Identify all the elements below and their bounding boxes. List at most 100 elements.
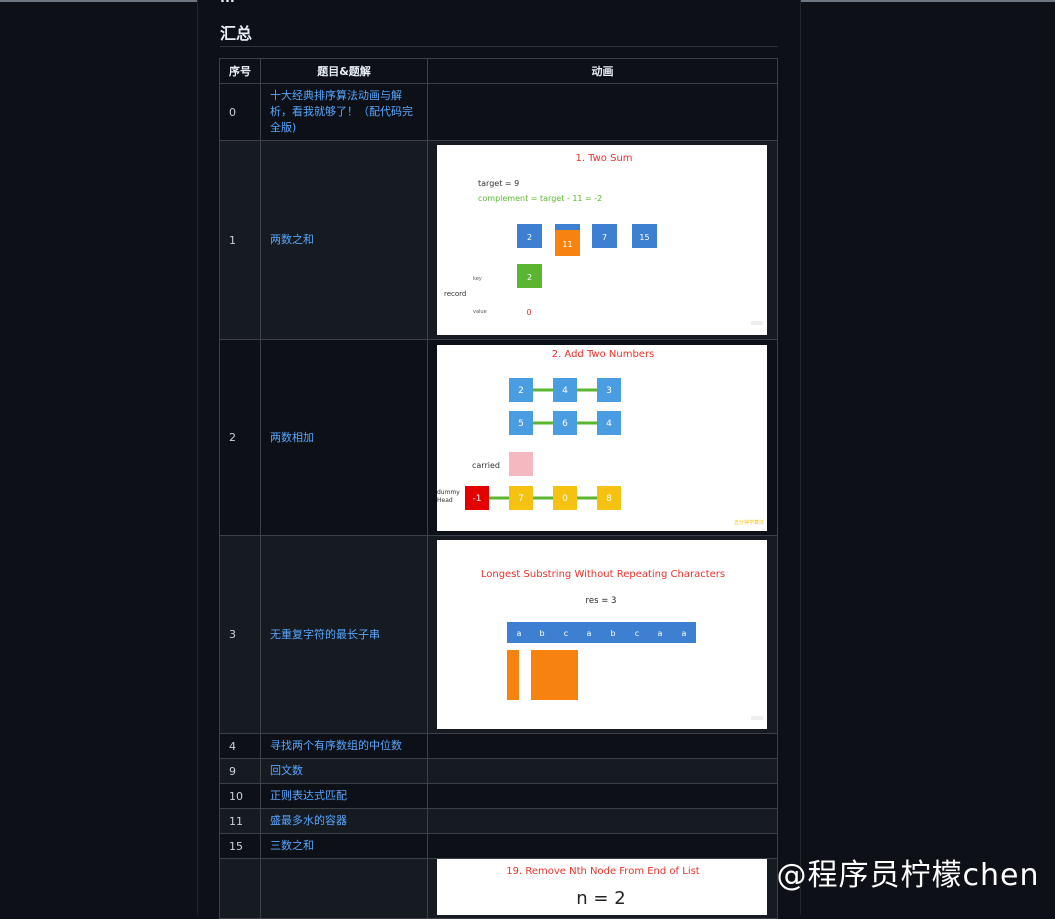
row-index: 10 (219, 783, 261, 809)
add-two-numbers-animation: 2. Add Two Numbers 2 4 3 (437, 344, 767, 531)
svg-text:a: a (587, 629, 592, 638)
svg-text:2: 2 (527, 273, 532, 282)
record-key-cell (517, 264, 542, 288)
row-index: 3 (219, 535, 261, 734)
col-header-index: 序号 (219, 58, 261, 84)
svg-text:0: 0 (526, 308, 531, 317)
svg-text:7: 7 (518, 494, 524, 504)
list-node (597, 410, 621, 435)
two-sum-animation: 1. Two Sum target = 9 complement = targe… (437, 145, 767, 335)
table-row: 2 两数相加 2. Add Two Numbers 2 4 (219, 339, 778, 536)
problem-link[interactable]: 正则表达式匹配 (270, 789, 347, 802)
table-row: 4 寻找两个有序数组的中位数 (219, 733, 778, 759)
gif-complement-text: complement = target - 11 = -2 (478, 194, 602, 203)
gif-title: 19. Remove Nth Node From End of List (506, 866, 700, 877)
remove-nth-node-animation: 19. Remove Nth Node From End of List n =… (437, 859, 767, 915)
row-index: 9 (219, 758, 261, 784)
row-index: 11 (219, 808, 261, 834)
dummy-head-node (465, 485, 489, 510)
char-array (507, 622, 696, 643)
animation-cell (427, 758, 778, 784)
svg-text:4: 4 (606, 419, 612, 429)
svg-text:15: 15 (639, 233, 649, 242)
problem-link[interactable]: 三数之和 (270, 839, 314, 852)
article-column: ... 汇总 序号 题目&题解 动画 0 十大经典排序算法动画与解析，看我就够了… (197, 0, 801, 919)
table-row: 15 三数之和 (219, 833, 778, 859)
svg-text:key: key (473, 276, 482, 282)
table-row: 19. Remove Nth Node From End of List n =… (219, 858, 778, 919)
result-node (509, 485, 533, 510)
svg-text:0: 0 (562, 494, 568, 504)
svg-text:a: a (517, 629, 522, 638)
svg-text:-1: -1 (473, 494, 482, 504)
list-node (509, 377, 533, 402)
animation-cell (427, 83, 778, 141)
array-cell (592, 224, 617, 248)
svg-text:a: a (682, 629, 687, 638)
table-row: 9 回文数 (219, 758, 778, 784)
row-index (219, 858, 261, 919)
table-header-row: 序号 题目&题解 动画 (219, 58, 778, 84)
list-node (553, 377, 577, 402)
svg-text:carried: carried (472, 461, 500, 470)
problem-link[interactable]: 盛最多水的容器 (270, 814, 347, 827)
row-index: 4 (219, 733, 261, 759)
table-row: 1 两数之和 1. Two Sum target = 9 complement … (219, 140, 778, 340)
animation-cell (427, 783, 778, 809)
col-header-animation: 动画 (427, 58, 778, 84)
problem-link[interactable]: 两数相加 (270, 430, 314, 444)
svg-text:7: 7 (602, 233, 607, 242)
window-marker-right (531, 650, 578, 700)
array-cell-highlight (555, 230, 580, 256)
svg-text:11: 11 (562, 240, 572, 249)
row-index: 0 (219, 83, 261, 141)
table-row: 11 盛最多水的容器 (219, 808, 778, 834)
table-row: 0 十大经典排序算法动画与解析，看我就够了！（配代码完全版) (219, 83, 778, 141)
gif-title: 1. Two Sum (575, 153, 632, 164)
svg-text:6: 6 (562, 419, 568, 429)
row-index: 1 (219, 140, 261, 340)
svg-text:3: 3 (606, 386, 612, 396)
svg-text:b: b (610, 629, 615, 638)
col-header-title: 题目&题解 (260, 58, 428, 84)
svg-text:dummy: dummy (437, 489, 460, 496)
gif-n-text: n = 2 (576, 888, 625, 909)
row-index: 2 (219, 339, 261, 536)
zhihu-watermark: 知乎 @程序员柠檬chen (704, 858, 1040, 893)
result-node (553, 485, 577, 510)
svg-text:8: 8 (606, 494, 612, 504)
problem-link[interactable]: 寻找两个有序数组的中位数 (270, 739, 402, 752)
window-marker-left (507, 650, 519, 700)
svg-text:b: b (539, 629, 544, 638)
list-node (509, 410, 533, 435)
svg-text:Head: Head (437, 497, 453, 504)
array-cell (517, 224, 542, 248)
gif-title: Longest Substring Without Repeating Char… (481, 569, 725, 580)
problem-link[interactable]: 无重复字符的最长子串 (270, 627, 380, 641)
list-node (597, 377, 621, 402)
svg-text:a: a (658, 629, 663, 638)
animation-cell (427, 808, 778, 834)
summary-table: 序号 题目&题解 动画 0 十大经典排序算法动画与解析，看我就够了！（配代码完全… (219, 58, 778, 919)
animation-cell (427, 733, 778, 759)
problem-link[interactable]: 回文数 (270, 764, 303, 777)
list-node (553, 410, 577, 435)
svg-text:5: 5 (518, 419, 524, 429)
svg-text:2: 2 (518, 386, 524, 396)
svg-text:4: 4 (562, 386, 568, 396)
row-index: 15 (219, 833, 261, 859)
gif-title: 2. Add Two Numbers (552, 349, 655, 360)
carried-cell (509, 451, 533, 476)
svg-text:record: record (444, 290, 466, 298)
svg-text:2: 2 (527, 233, 532, 242)
gif-target-text: target = 9 (478, 179, 519, 188)
gif-result-text: res = 3 (586, 596, 617, 606)
table-row: 10 正则表达式匹配 (219, 783, 778, 809)
cutoff-heading: ... (220, 0, 235, 6)
svg-text:value: value (473, 309, 487, 315)
problem-link[interactable]: 十大经典排序算法动画与解析，看我就够了！（配代码完全版) (270, 89, 413, 134)
svg-text:c: c (564, 629, 568, 638)
svg-text:五分钟学算法: 五分钟学算法 (734, 519, 764, 526)
longest-substring-animation: Longest Substring Without Repeating Char… (437, 540, 767, 729)
problem-link[interactable]: 两数之和 (270, 233, 314, 246)
